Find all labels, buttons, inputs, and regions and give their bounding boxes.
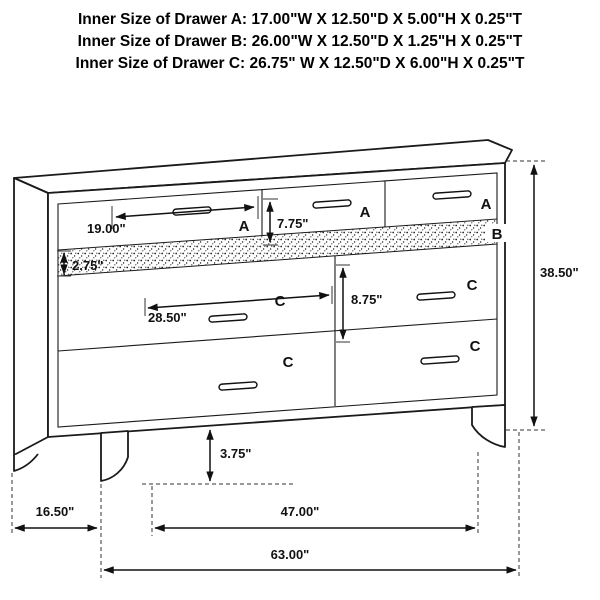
dimension-arrow: [147, 291, 330, 312]
drawer-c1-handle: [208, 313, 248, 323]
drawer-c1-label: C: [275, 293, 286, 310]
drawer-b-label-halo: [485, 224, 508, 242]
header-line-drawer-c: Inner Size of Drawer C: 26.75" W X 12.50…: [76, 55, 525, 72]
drawer-a3-handle: [432, 190, 472, 200]
dim-drawer-b-height: 2.75": [57, 250, 103, 277]
dim-overall-width: 63.00": [100, 432, 520, 578]
dim-overall-depth: 16.50": [11, 473, 98, 536]
dim-drawer-a-height: 7.75": [263, 198, 308, 246]
dresser-left-side-panel: [13, 177, 49, 456]
dim-overall-height-label: 38.50": [540, 265, 579, 280]
dresser-body: [13, 139, 513, 482]
dresser-side-foot: [13, 453, 39, 472]
dim-drawer-a-width-label: 19.00": [87, 221, 126, 236]
jewelry-drawer-band: [57, 218, 498, 277]
drawer-c2-handle: [218, 381, 258, 391]
header: Inner Size of Drawer A: 17.00"W X 12.50"…: [76, 11, 525, 72]
dimension-annotations: 19.00" 7.75" 2.75" 28.50" 8.75": [11, 160, 579, 578]
drawer-c3-label: C: [467, 277, 478, 294]
dim-drawer-a-width: 19.00": [87, 196, 259, 236]
dim-overall-width-label: 63.00": [271, 547, 310, 562]
drawer-c4-label: C: [470, 338, 481, 355]
dim-foot-height-label: 3.75": [220, 446, 251, 461]
dim-drawer-c-width-label: 28.50": [148, 310, 187, 325]
drawer-b-label: B: [492, 226, 503, 243]
dresser-left-front-foot: [100, 430, 129, 482]
drawer-c4-handle: [420, 355, 460, 365]
dim-drawer-c-height-label: 8.75": [351, 292, 382, 307]
dim-leg-span-label: 47.00": [281, 504, 320, 519]
dim-foot-height: 3.75": [142, 429, 295, 485]
drawer-a3-label: A: [481, 196, 492, 213]
lower-row-divider: [57, 318, 498, 352]
header-line-drawer-b: Inner Size of Drawer B: 26.00"W X 12.50"…: [78, 33, 523, 50]
dimension-arrow: [115, 203, 255, 221]
dim-leg-span: 47.00": [151, 452, 479, 536]
dim-drawer-a-height-label: 7.75": [277, 216, 308, 231]
header-line-drawer-a: Inner Size of Drawer A: 17.00"W X 12.50"…: [78, 11, 523, 28]
drawer-a1-label: A: [239, 218, 250, 235]
drawer-a2-handle: [312, 199, 352, 209]
drawer-c2-label: C: [283, 354, 294, 371]
dim-overall-depth-label: 16.50": [36, 504, 75, 519]
dim-drawer-c-height: 8.75": [336, 264, 382, 343]
drawer-c3-handle: [416, 291, 456, 301]
face-frame-opening: [57, 172, 498, 428]
dim-drawer-c-width: 28.50": [144, 286, 333, 325]
dim-overall-height: 38.50": [506, 160, 579, 431]
dim-drawer-b-height-label: 2.75": [72, 258, 103, 273]
drawer-a2-label: A: [360, 204, 371, 221]
dresser-right-front-foot: [471, 404, 506, 448]
